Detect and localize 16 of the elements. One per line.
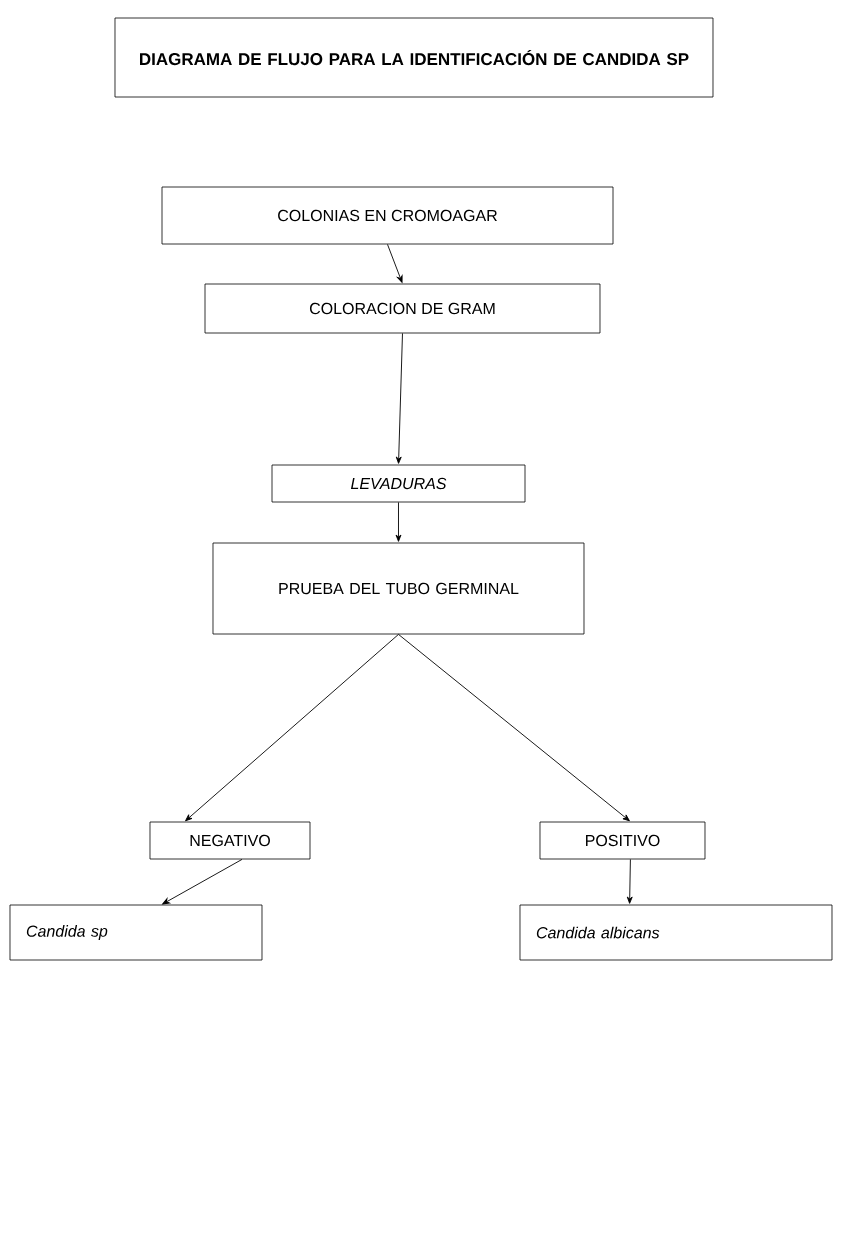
arrow bbox=[626, 858, 633, 904]
process-box: NEGATIVO bbox=[149, 821, 311, 860]
arrow bbox=[395, 501, 402, 542]
process-box: Candida sp bbox=[9, 904, 263, 961]
process-box: POSITIVO bbox=[539, 821, 706, 860]
process-box: COLONIAS EN CROMOAGAR bbox=[161, 186, 614, 245]
arrow bbox=[185, 633, 399, 822]
arrow bbox=[398, 633, 630, 822]
title-box: DIAGRAMA DE FLUJO PARA LA IDENTIFICACIÓN DE CANDIDA SP bbox=[114, 17, 714, 98]
arrow bbox=[395, 332, 403, 464]
process-box: Candida albicans bbox=[519, 904, 833, 961]
process-box: LEVADURAS bbox=[271, 464, 526, 503]
arrow bbox=[387, 243, 403, 283]
process-box: PRUEBA DEL TUBO GERMINAL bbox=[212, 542, 585, 635]
process-box: COLORACION DE GRAM bbox=[204, 283, 601, 334]
arrow bbox=[162, 858, 243, 905]
